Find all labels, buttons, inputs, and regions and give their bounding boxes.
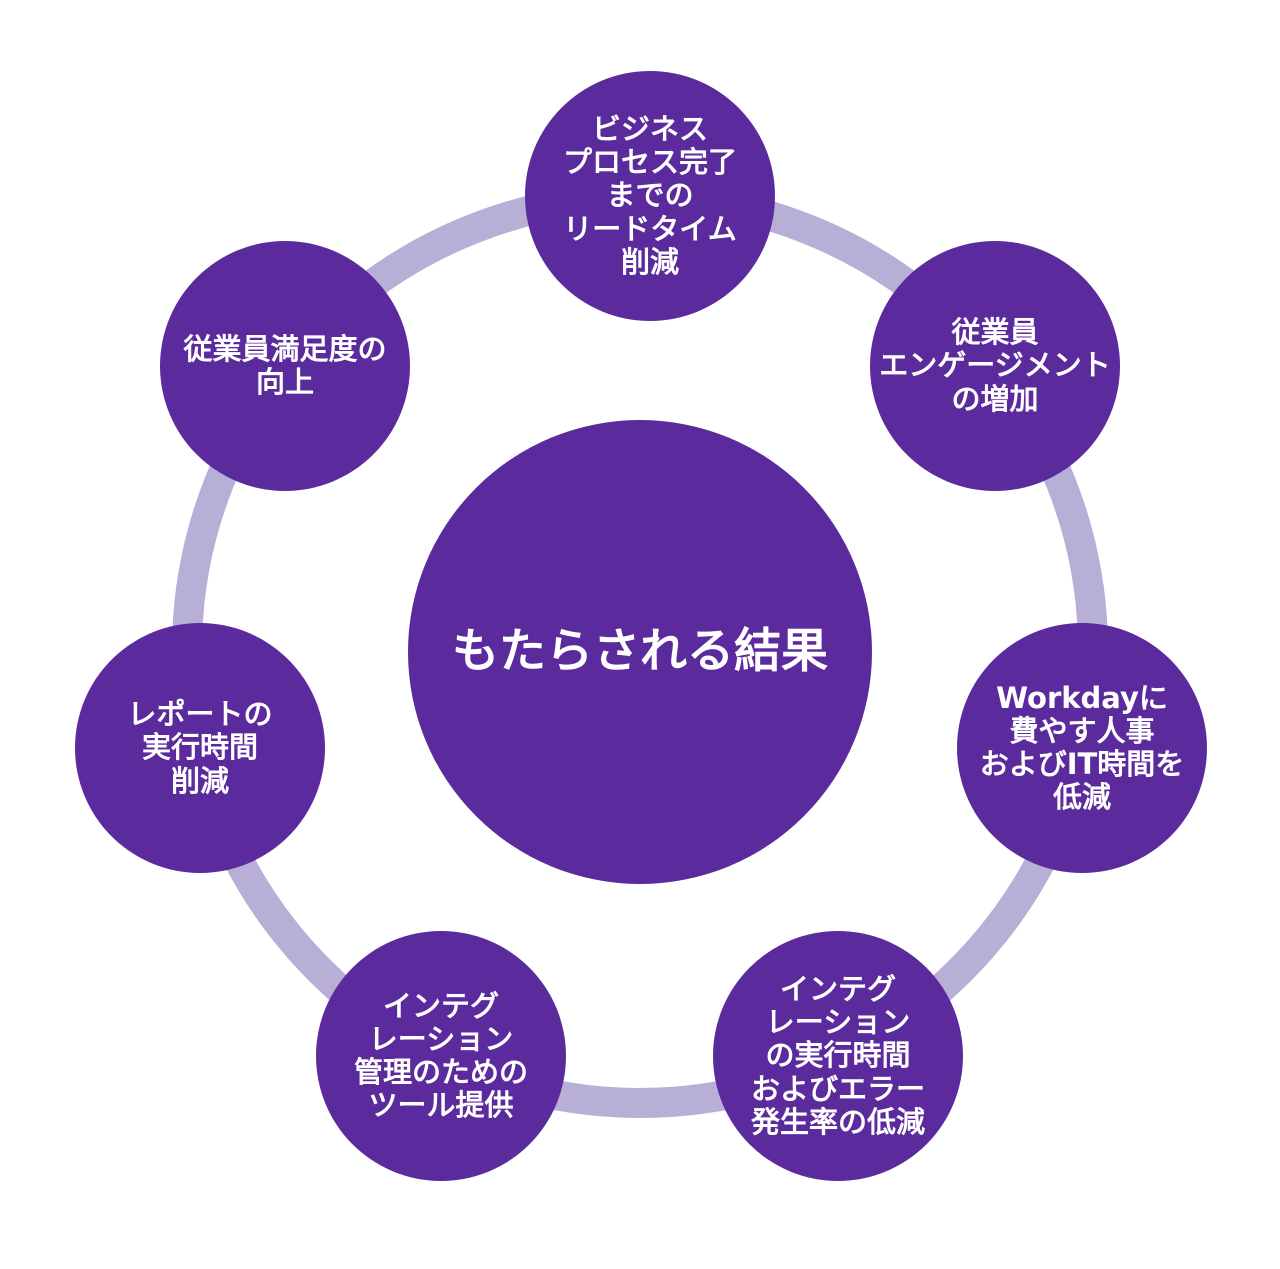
center-circle: もたらされる結果 bbox=[408, 420, 872, 884]
satellite-label: Workdayに 費やす人事 およびIT時間を 低減 bbox=[979, 680, 1185, 815]
satellite-workday-time-reduction: Workdayに 費やす人事 およびIT時間を 低減 bbox=[957, 623, 1207, 873]
satellite-employee-engagement: 従業員 エンゲージメント の増加 bbox=[870, 241, 1120, 491]
satellite-integration-tools: インテグ レーション 管理のための ツール提供 bbox=[316, 931, 566, 1181]
satellite-label: レポートの 実行時間 削減 bbox=[127, 697, 273, 798]
center-label: もたらされる結果 bbox=[452, 624, 828, 680]
satellite-label: 従業員満足度の 向上 bbox=[183, 331, 387, 399]
satellite-label: ビジネス プロセス完了 までの リードタイム 削減 bbox=[562, 112, 737, 279]
satellite-integration-error-reduction: インテグ レーション の実行時間 およびエラー 発生率の低減 bbox=[713, 931, 963, 1181]
satellite-lead-time-reduction: ビジネス プロセス完了 までの リードタイム 削減 bbox=[525, 71, 775, 321]
satellite-employee-satisfaction: 従業員満足度の 向上 bbox=[160, 241, 410, 491]
satellite-label: 従業員 エンゲージメント の増加 bbox=[879, 315, 1111, 416]
satellite-label: インテグ レーション 管理のための ツール提供 bbox=[353, 988, 528, 1123]
satellite-label: インテグ レーション の実行時間 およびエラー 発生率の低減 bbox=[750, 972, 925, 1139]
satellite-report-runtime-reduction: レポートの 実行時間 削減 bbox=[75, 623, 325, 873]
